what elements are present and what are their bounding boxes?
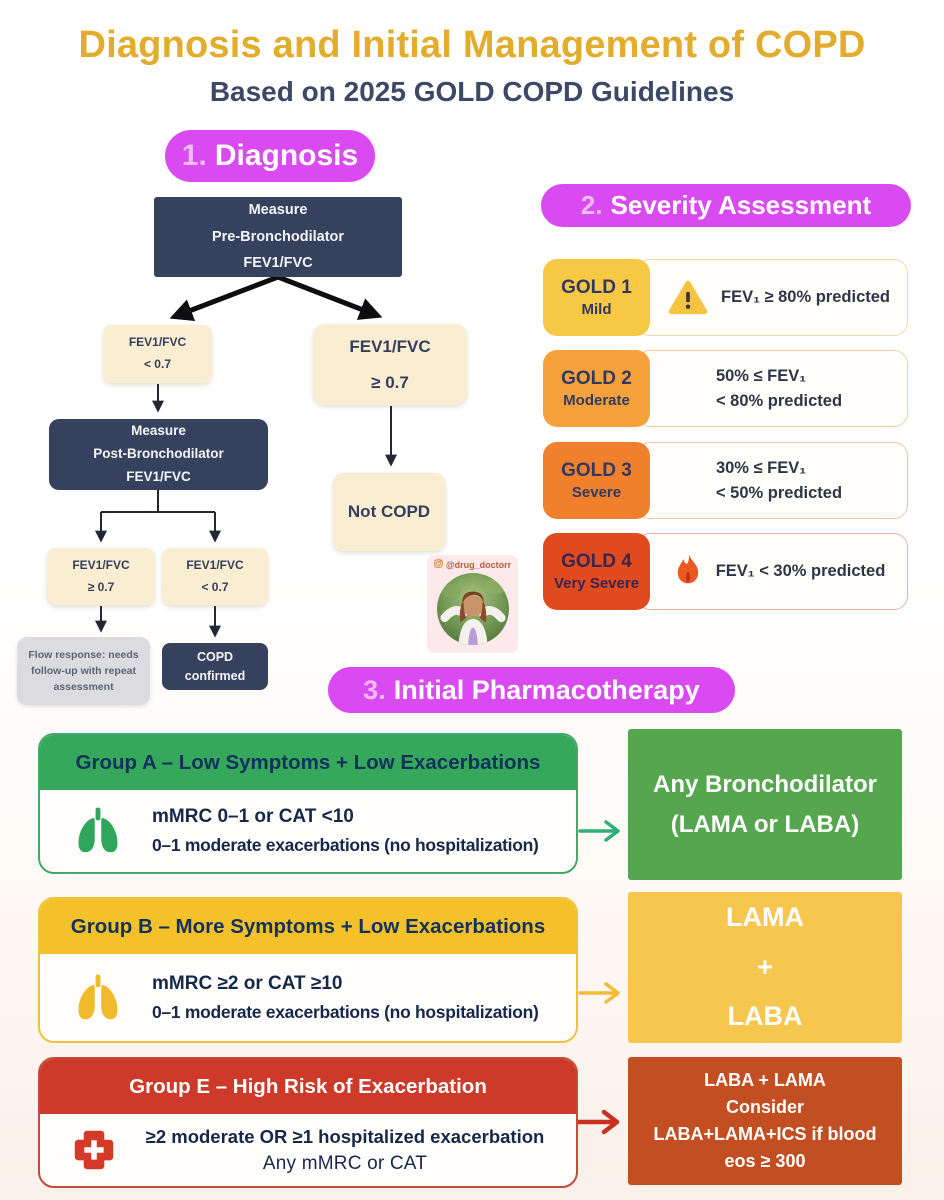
- result-box-group-b: LAMA + LABA: [628, 892, 902, 1043]
- severity-label: Very Severe: [553, 575, 640, 592]
- medical-cross-icon: [72, 1128, 116, 1172]
- severity-row-gold1: GOLD 1 Mild FEV₁ ≥ 80% predicted: [543, 259, 908, 336]
- flow-box-flow-response: Flow response: needs follow-up with repe…: [17, 637, 150, 705]
- section-pill-diagnosis: 1. Diagnosis: [165, 130, 375, 182]
- warning-icon: [668, 280, 708, 316]
- severity-grade-block: GOLD 2 Moderate: [543, 350, 650, 427]
- section-number: 2.: [580, 190, 603, 220]
- flow-box-not-copd: Not COPD: [333, 473, 445, 551]
- severity-criteria-block: 50% ≤ FEV₁ < 80% predicted: [636, 350, 908, 427]
- section-label: Diagnosis: [214, 139, 359, 172]
- group-a-criteria-2: 0–1 moderate exacerbations (no hospitali…: [152, 835, 539, 855]
- severity-criteria: 50% ≤ FEV₁ < 80% predicted: [715, 366, 843, 410]
- flow-box-fev-low-2: FEV1/FVC < 0.7: [162, 548, 268, 605]
- severity-criteria: 30% ≤ FEV₁ < 50% predicted: [715, 458, 843, 502]
- group-e-body: ≥2 moderate OR ≥1 hospitalized exacerbat…: [40, 1114, 576, 1186]
- lungs-icon: [72, 973, 124, 1022]
- severity-criteria-block: FEV₁ ≥ 80% predicted: [636, 259, 908, 336]
- group-b-card: Group B – More Symptoms + Low Exacerbati…: [38, 897, 578, 1043]
- severity-criteria-block: FEV₁ < 30% predicted: [636, 533, 908, 610]
- severity-grade: GOLD 2: [561, 368, 632, 389]
- group-b-criteria-1: mMRC ≥2 or CAT ≥10: [152, 972, 343, 994]
- instagram-handle: @drug_doctorr: [434, 559, 511, 570]
- severity-row-gold2: GOLD 2 Moderate 50% ≤ FEV₁ < 80% predict…: [543, 350, 908, 427]
- result-box-group-a: Any Bronchodilator (LAMA or LABA): [628, 729, 902, 880]
- severity-grade-block: GOLD 1 Mild: [543, 259, 650, 336]
- group-a-criteria-1: mMRC 0–1 or CAT <10: [152, 806, 354, 827]
- group-a-header: Group A – Low Symptoms + Low Exacerbatio…: [40, 735, 576, 790]
- result-box-group-e: LABA + LAMA Consider LABA+LAMA+ICS if bl…: [628, 1057, 902, 1185]
- arrow-pre-to-low: [169, 274, 279, 321]
- arrow-pre-to-high: [277, 274, 383, 320]
- flow-box-fev-low-1: FEV1/FVC < 0.7: [103, 325, 212, 383]
- arrow-group-e: [575, 1109, 620, 1135]
- severity-grade: GOLD 1: [561, 277, 632, 298]
- lungs-icon: [72, 807, 124, 855]
- severity-grade-block: GOLD 4 Very Severe: [543, 533, 650, 610]
- group-e-criteria-2: Any mMRC or CAT: [262, 1152, 428, 1174]
- severity-row-gold3: GOLD 3 Severe 30% ≤ FEV₁ < 50% predicted: [543, 442, 908, 519]
- watermark: @drug_doctorr: [427, 555, 518, 653]
- group-b-header: Group B – More Symptoms + Low Exacerbati…: [40, 899, 576, 954]
- section-pill-pharmacotherapy: 3. Initial Pharmacotherapy: [328, 667, 735, 713]
- section-pill-severity: 2. Severity Assessment: [541, 184, 911, 227]
- severity-criteria: FEV₁ < 30% predicted: [715, 562, 886, 581]
- group-e-header: Group E – High Risk of Exacerbation: [40, 1059, 576, 1114]
- section-label: Severity Assessment: [610, 190, 872, 220]
- handle-text: @drug_doctorr: [445, 559, 512, 570]
- severity-criteria: FEV₁ ≥ 80% predicted: [720, 288, 890, 307]
- page-title: Diagnosis and Initial Management of COPD: [78, 24, 866, 66]
- severity-criteria-block: 30% ≤ FEV₁ < 50% predicted: [636, 442, 908, 519]
- fire-icon: [673, 554, 703, 589]
- section-number: 3.: [363, 674, 386, 705]
- group-a-body: mMRC 0–1 or CAT <10 0–1 moderate exacerb…: [40, 790, 576, 872]
- severity-grade-block: GOLD 3 Severe: [543, 442, 650, 519]
- group-b-criteria-2: 0–1 moderate exacerbations (no hospitali…: [152, 1001, 539, 1022]
- avatar: [436, 573, 509, 645]
- severity-label: Severe: [571, 484, 622, 501]
- flow-box-fev-high-1: FEV1/FVC ≥ 0.7: [313, 324, 467, 405]
- section-label: Initial Pharmacotherapy: [393, 674, 700, 705]
- group-e-card: Group E – High Risk of Exacerbation ≥2 m…: [38, 1057, 578, 1188]
- group-e-criteria-1: ≥2 moderate OR ≥1 hospitalized exacerbat…: [145, 1125, 545, 1147]
- camera-icon: [434, 559, 443, 570]
- severity-row-gold4: GOLD 4 Very Severe FEV₁ < 30% predicted: [543, 533, 908, 610]
- arrow-group-a: [578, 820, 620, 842]
- section-number: 1.: [181, 139, 207, 172]
- flow-box-copd-confirmed: COPD confirmed: [162, 643, 268, 690]
- arrow-post-split: [100, 490, 216, 539]
- flow-box-fev-high-2: FEV1/FVC ≥ 0.7: [47, 548, 155, 605]
- severity-label: Moderate: [563, 392, 630, 409]
- group-a-card: Group A – Low Symptoms + Low Exacerbatio…: [38, 733, 578, 874]
- severity-grade: GOLD 4: [561, 551, 632, 572]
- severity-label: Mild: [581, 301, 612, 318]
- severity-grade: GOLD 3: [561, 460, 632, 481]
- flow-box-post-bronchodilator: Measure Post-Bronchodilator FEV1/FVC: [49, 419, 268, 490]
- flow-box-pre-bronchodilator: Measure Pre-Bronchodilator FEV1/FVC: [154, 197, 402, 277]
- arrow-group-b: [578, 982, 620, 1004]
- page-subtitle: Based on 2025 GOLD COPD Guidelines: [209, 76, 735, 107]
- group-b-body: mMRC ≥2 or CAT ≥10 0–1 moderate exacerba…: [40, 954, 576, 1041]
